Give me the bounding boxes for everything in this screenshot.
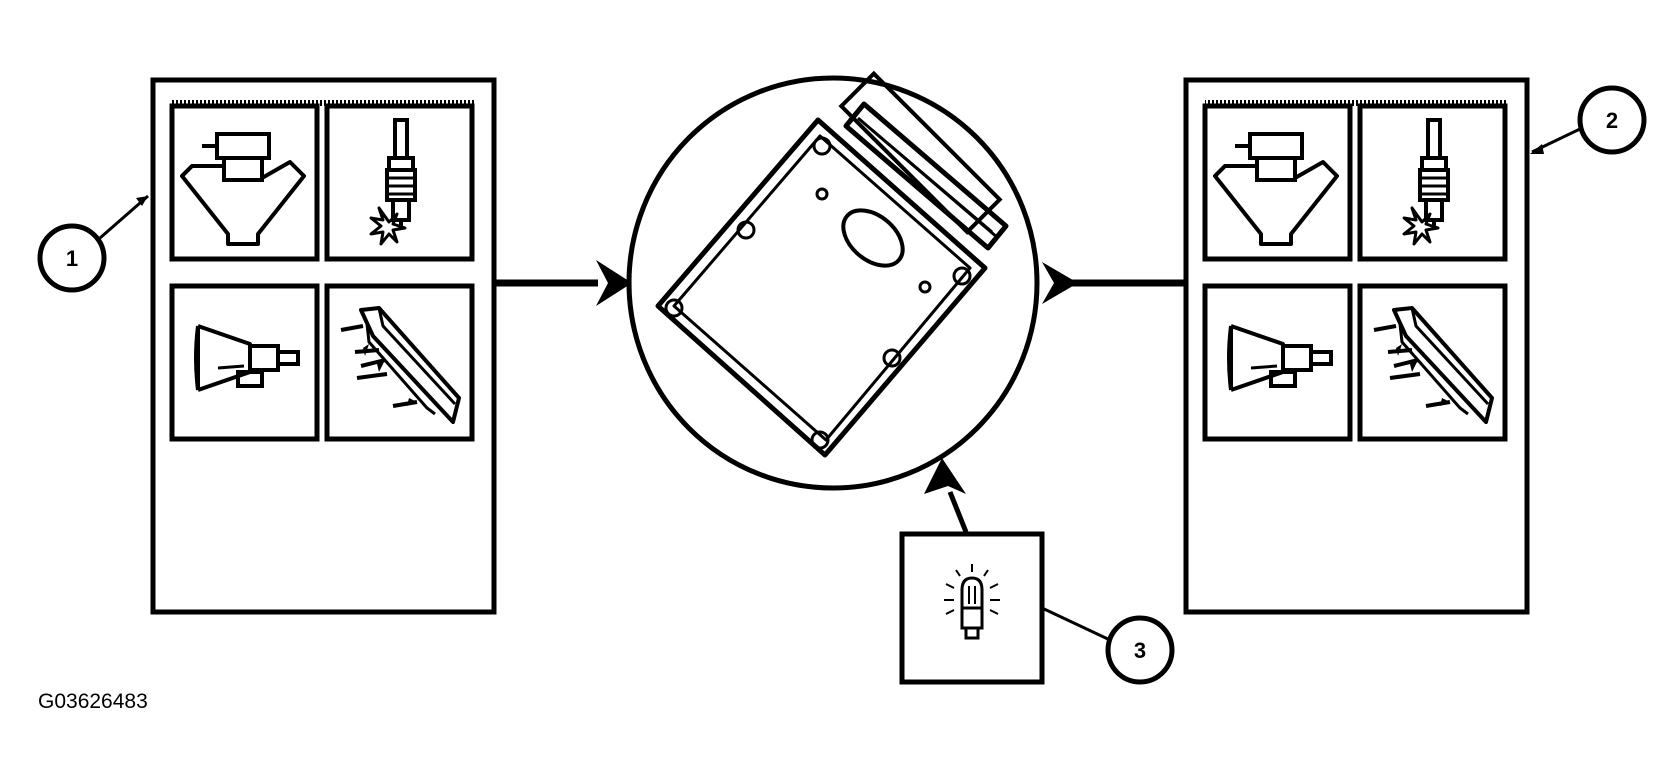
output-panel	[1183, 77, 1530, 615]
warning-lamp-icon	[899, 531, 1045, 685]
headlamp-bulb-icon	[169, 283, 320, 442]
callout-3-label: 3	[1134, 638, 1146, 663]
figure-id: G03626483	[38, 690, 148, 713]
output-arrow	[1042, 262, 1186, 304]
lamp-arrow	[924, 458, 969, 533]
windshield-wiper-icon	[1357, 283, 1508, 442]
windshield-wiper-icon	[324, 283, 475, 442]
input-arrow	[494, 260, 632, 306]
spark-plug-icon	[1357, 103, 1508, 262]
fuel-injector-icon	[1202, 103, 1353, 262]
input-panel	[150, 77, 497, 615]
callout-2-label: 2	[1606, 108, 1618, 133]
callout-2: 2	[1530, 85, 1647, 155]
callout-3: 3	[1041, 606, 1175, 685]
spark-plug-icon	[324, 103, 475, 262]
callout-1: 1	[37, 194, 149, 293]
control-module-icon	[626, 70, 1040, 491]
headlamp-bulb-icon	[1202, 283, 1353, 442]
callout-1-label: 1	[66, 246, 78, 271]
fuel-injector-icon	[169, 103, 320, 262]
